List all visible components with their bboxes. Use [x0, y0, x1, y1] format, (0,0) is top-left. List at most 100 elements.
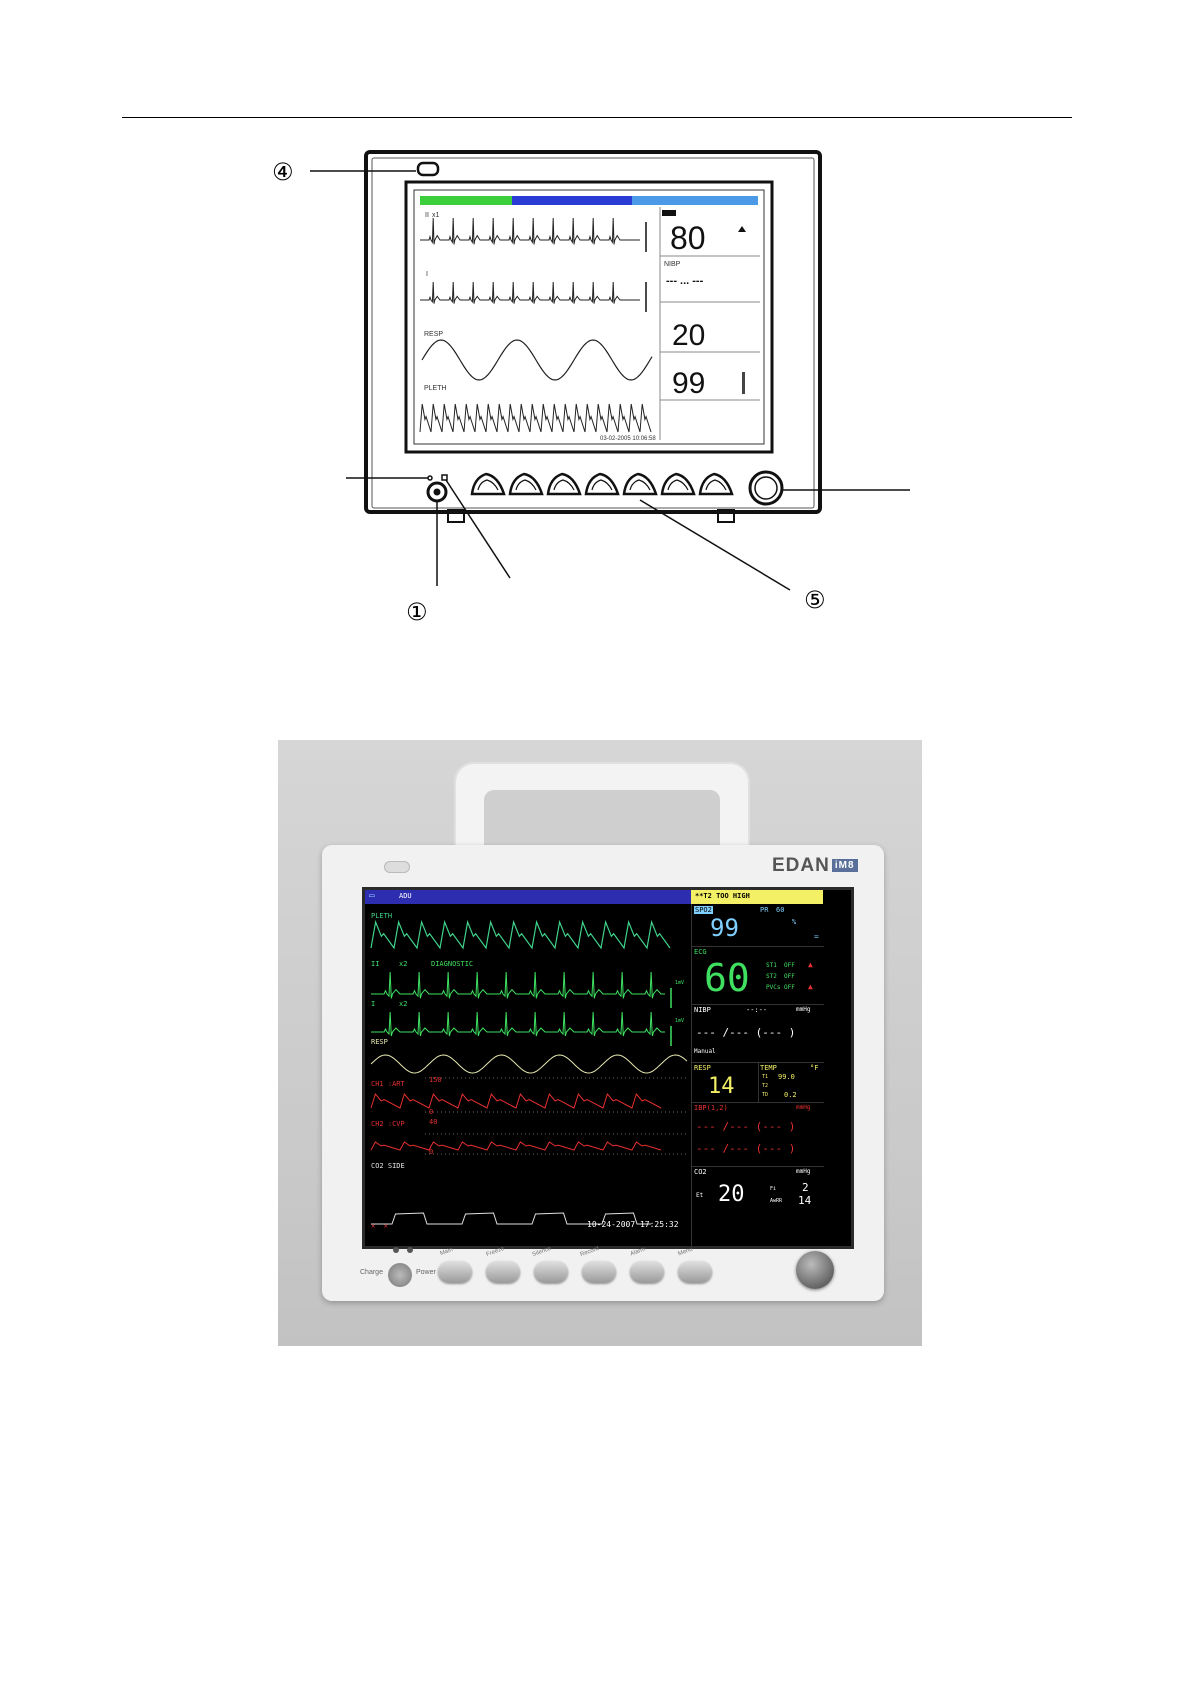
power-button[interactable] — [388, 1263, 412, 1287]
charge-label: Charge — [360, 1269, 383, 1276]
diagram-key-4 — [584, 472, 620, 496]
diagram-wave-label-x1: x1 — [432, 212, 440, 219]
resp-value: 14 — [708, 1074, 735, 1099]
silence-button[interactable] — [534, 1261, 568, 1283]
ibp-unit: mmHg — [796, 1104, 811, 1111]
diagram-wave-label-i: I — [426, 271, 428, 278]
diagram-key-5 — [622, 472, 658, 496]
diagram-wave-label-resp: RESP — [424, 331, 443, 338]
record-button-label: Record — [579, 1245, 600, 1259]
co2-unit: mmHg — [796, 1168, 811, 1175]
spo2-label: SPO2 — [694, 906, 713, 914]
ibp-panel: IBP(1,2) mmHg --- /--- (--- ) --- /--- (… — [692, 1102, 824, 1167]
diagram-nibp-dashes: --- ... --- — [666, 275, 704, 287]
brand-badge: iM8 — [831, 859, 858, 872]
record-button[interactable] — [582, 1261, 616, 1283]
fi-value: 2 — [802, 1181, 809, 1194]
et-value: 20 — [718, 1182, 745, 1207]
rotary-knob[interactable] — [796, 1251, 834, 1289]
monitor-line-diagram: II x1 I RESP PLETH NIBP --- ... --- 03-0… — [0, 0, 1191, 640]
diagram-rotary-knob — [748, 470, 784, 506]
pr-value: 60 — [776, 906, 785, 914]
st1-label: ST1 — [766, 962, 777, 969]
main-button-label: Main — [439, 1246, 454, 1258]
callout-1: ① — [406, 598, 428, 626]
diagram-ecg-wave-1 — [420, 217, 640, 245]
hr-value: 60 — [704, 956, 750, 1000]
diagram-key-2 — [508, 472, 544, 496]
diagram-pleth-wave — [419, 403, 652, 433]
ibp-row-1: --- /--- (--- ) — [696, 1120, 796, 1133]
diagram-power-switch — [426, 481, 448, 503]
ecg-lead-i-label: I — [371, 1000, 376, 1008]
alarm-off-icon-2: ▲ — [808, 982, 813, 991]
co2-waveform — [371, 1212, 651, 1225]
co2-panel: CO2 mmHg Et 20 Fi 2 AwRR 14 — [692, 1166, 824, 1246]
alarm-button-label: Alarm — [629, 1246, 647, 1258]
main-button[interactable] — [438, 1261, 472, 1283]
nibp-mode: Manual — [694, 1048, 716, 1055]
et-label: Et — [696, 1192, 704, 1199]
diagram-timestamp: 03-02-2005 10:06:58 — [600, 436, 656, 442]
charge-led — [393, 1247, 399, 1253]
st1-value: OFF — [784, 962, 795, 969]
menu-button[interactable] — [678, 1261, 712, 1283]
alarm-button[interactable] — [630, 1261, 664, 1283]
spo2-unit: % — [792, 918, 797, 926]
diagram-resp-wave — [421, 339, 653, 381]
art-waveform — [370, 1092, 662, 1109]
power-label: Power — [416, 1269, 436, 1276]
screen-timestamp: 10-24-2007 17:25:32 — [587, 1220, 679, 1229]
alarm-off-icon: ▲ — [808, 960, 813, 969]
front-panel-controls: Charge Power Main Freeze Silence Record … — [322, 1243, 884, 1301]
ecg-label: ECG — [694, 948, 707, 956]
awrr-label: AwRR — [770, 1198, 783, 1204]
resp-param-label: RESP — [694, 1064, 711, 1072]
alarm-indicator-lamp — [384, 861, 410, 873]
menu-button-label: Menu — [677, 1246, 694, 1258]
nibp-time: --:-- — [746, 1006, 768, 1014]
resp-panel: RESP 14 — [692, 1062, 759, 1103]
ibp-row-2: --- /--- (--- ) — [696, 1142, 796, 1155]
temp-unit: °F — [810, 1064, 819, 1072]
pleth-label: PLETH — [371, 912, 393, 920]
ecg-gain-label-1: x2 — [399, 960, 408, 968]
ecg-gain-label-2: x2 — [399, 1000, 408, 1008]
diagram-housing — [364, 150, 822, 514]
alarm-message: **T2 TOO HIGH — [695, 892, 750, 900]
co2-wave-label: CO2 SIDE — [371, 1162, 405, 1170]
diagram-screen-frame — [404, 180, 774, 454]
parameter-panel: SPO2 99 PR 60 % = ECG 60 ST1 OFF ST2 OFF… — [691, 904, 824, 1246]
monitor-screen: ▭ ADU **T2 TOO HIGH — [362, 887, 854, 1249]
diagram-key-row — [470, 472, 734, 496]
diagram-wave-label-pleth: PLETH — [424, 385, 447, 392]
ecg-ii-waveform — [371, 971, 665, 999]
pvcs-value: OFF — [784, 984, 795, 991]
brand-name: EDAN — [772, 855, 830, 876]
diagram-key-7 — [698, 472, 734, 496]
ecg-panel: ECG 60 ST1 OFF ST2 OFF PVCs OFF ▲ ▲ — [692, 946, 824, 1005]
t1-value: 99.0 — [778, 1073, 795, 1081]
ch2-label: CH2 :CVP — [371, 1120, 405, 1128]
ibp-label: IBP(1,2) — [694, 1104, 728, 1112]
ch1-label: CH1 :ART — [371, 1080, 405, 1088]
diagram-key-6 — [660, 472, 696, 496]
diagram-resp-value: 20 — [672, 319, 705, 352]
callout-5: ⑤ — [804, 586, 826, 614]
t2-label: T2 — [762, 1083, 769, 1089]
nibp-unit: mmHg — [796, 1006, 811, 1013]
diagram-indicator-lamp — [416, 161, 440, 177]
td-value: 0.2 — [784, 1091, 797, 1099]
freeze-button[interactable] — [486, 1261, 520, 1283]
nibp-values: --- /--- (--- ) — [696, 1026, 796, 1039]
freeze-button-label: Freeze — [485, 1245, 506, 1259]
ecg-cal-label-2: 1mV — [675, 1018, 685, 1024]
td-label: TD — [762, 1092, 769, 1098]
ch1-scale-top: 150 — [429, 1076, 442, 1084]
temp-panel: TEMP °F T1 99.0 T2 TD 0.2 — [758, 1062, 824, 1103]
diagram-wave-label-ii: II — [425, 212, 429, 219]
ch2-scale-bottom: 0 — [429, 1148, 434, 1156]
